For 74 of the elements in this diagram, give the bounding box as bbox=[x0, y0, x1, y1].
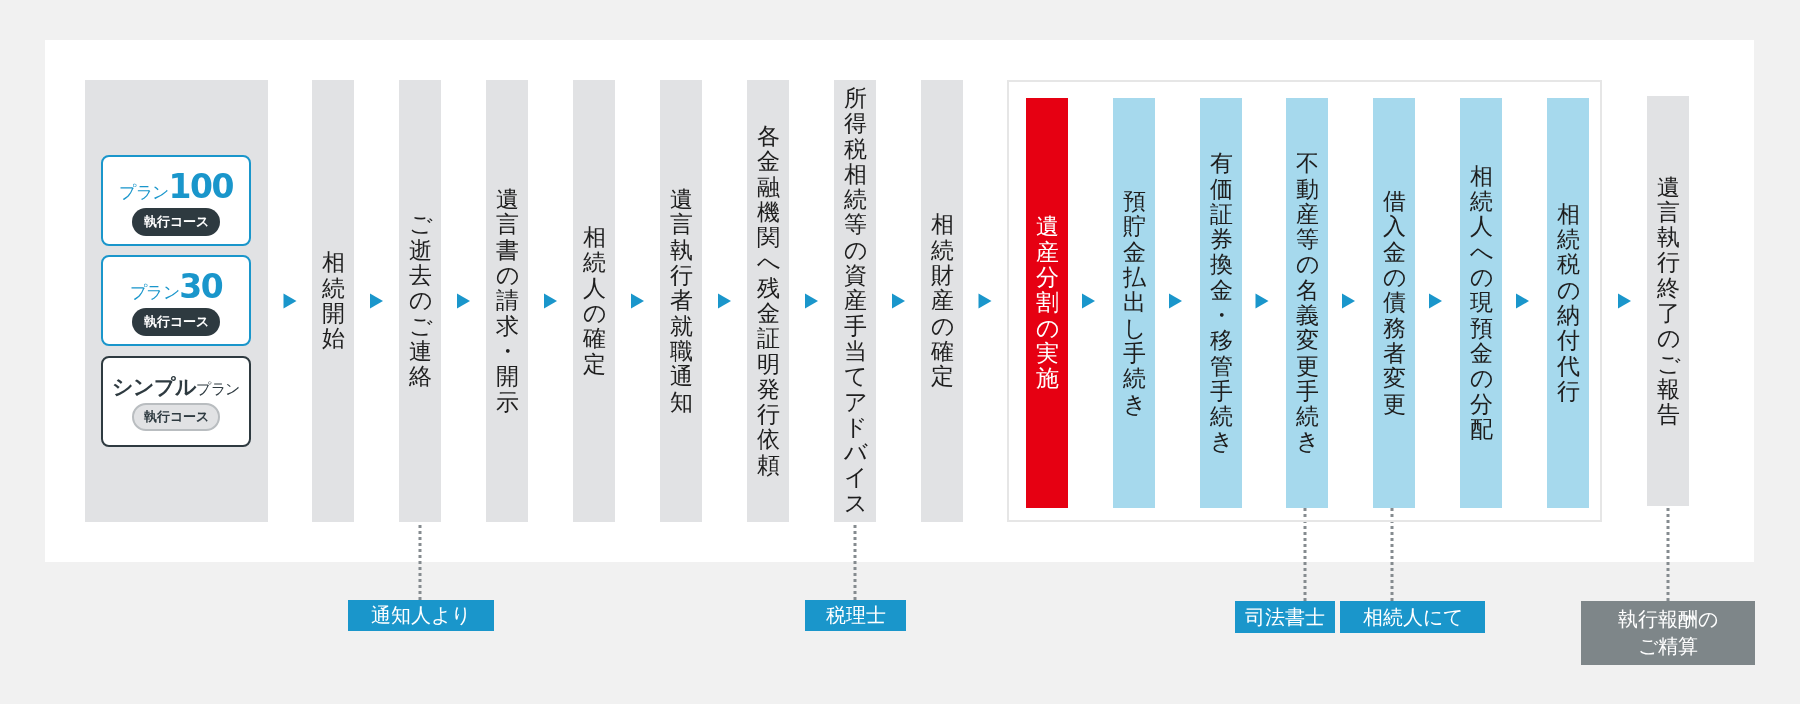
arrow bbox=[370, 293, 383, 309]
tag-text: 司法書士 bbox=[1245, 603, 1325, 631]
step-bar bbox=[660, 80, 702, 522]
plan-card bbox=[101, 356, 251, 447]
role-tag bbox=[348, 600, 494, 631]
step-bar bbox=[1373, 98, 1415, 508]
step-text: 借入金の債務者変更 bbox=[1382, 189, 1406, 417]
step-bar bbox=[1026, 98, 1068, 508]
step-text: 相続税の納付代行 bbox=[1556, 201, 1580, 405]
arrow bbox=[283, 293, 297, 309]
step-text: ご逝去のご連絡 bbox=[408, 212, 432, 390]
plan-name: プラン30 bbox=[129, 268, 223, 306]
plan-name: プラン100 bbox=[119, 168, 233, 206]
arrow bbox=[1618, 293, 1631, 309]
arrow bbox=[631, 293, 644, 309]
arrow bbox=[1082, 293, 1095, 309]
step-text: 各金融機関へ残金証明発行依頼 bbox=[756, 123, 780, 479]
arrow bbox=[1255, 293, 1269, 309]
course-badge: 執行コース bbox=[132, 308, 220, 337]
role-tag bbox=[1340, 601, 1485, 633]
step-text: 所得税相続等の資産手当てアドバイス bbox=[843, 85, 867, 516]
tag-text: 通知人より bbox=[371, 602, 471, 629]
role-tag bbox=[1581, 601, 1755, 665]
leader-line bbox=[853, 522, 857, 600]
step-text: 相続人の確定 bbox=[582, 225, 606, 377]
arrow bbox=[892, 293, 905, 309]
step-bar bbox=[1460, 98, 1502, 508]
course-badge: 執行コース bbox=[132, 402, 220, 431]
step-bar bbox=[1113, 98, 1155, 508]
step-bar bbox=[1547, 98, 1589, 508]
leader-line bbox=[418, 522, 422, 600]
step-text: 預貯金払出し手続き bbox=[1122, 189, 1146, 417]
step-bar bbox=[399, 80, 441, 522]
arrow bbox=[978, 293, 992, 309]
step-text: 遺言執行終了のご報告 bbox=[1656, 174, 1680, 428]
arrow bbox=[544, 293, 557, 309]
plan-panel bbox=[85, 80, 268, 522]
step-text: 不動産等の名義変更手続き bbox=[1295, 151, 1319, 455]
step-text: 有価証券換金・移管手続き bbox=[1209, 151, 1233, 455]
step-bar bbox=[1200, 98, 1242, 508]
plan-name: シンプルプラン bbox=[112, 376, 240, 400]
arrow bbox=[1516, 293, 1529, 309]
plan-card bbox=[101, 255, 251, 346]
arrow bbox=[805, 293, 818, 309]
leader-line bbox=[1666, 506, 1670, 601]
tag-text: 相続人にて bbox=[1362, 603, 1463, 631]
step-bar bbox=[1647, 96, 1689, 506]
step-bar bbox=[312, 80, 354, 522]
course-badge: 執行コース bbox=[132, 208, 220, 237]
arrow bbox=[1169, 293, 1182, 309]
step-bar bbox=[834, 80, 876, 522]
step-text: 相続開始 bbox=[321, 250, 345, 352]
arrow bbox=[1342, 293, 1355, 309]
arrow bbox=[457, 293, 470, 309]
step-bar bbox=[1286, 98, 1328, 508]
leader-line bbox=[1303, 506, 1307, 601]
tag-text: 税理士 bbox=[825, 602, 886, 629]
arrow bbox=[718, 293, 731, 309]
step-text: 相続人への現預金の分配 bbox=[1469, 163, 1493, 443]
step-bar bbox=[573, 80, 615, 522]
phase-frame bbox=[1007, 80, 1602, 522]
step-text: 遺言書の請求・開示 bbox=[495, 187, 519, 415]
step-text: 遺言執行者就職通知 bbox=[669, 187, 693, 415]
step-bar bbox=[747, 80, 789, 522]
step-bar bbox=[486, 80, 528, 522]
leader-line bbox=[1390, 506, 1394, 601]
step-text: 相続財産の確定 bbox=[930, 212, 954, 390]
step-bar bbox=[921, 80, 963, 522]
role-tag bbox=[1235, 601, 1335, 633]
role-tag bbox=[805, 600, 906, 631]
step-text: 遺産分割の実施 bbox=[1035, 214, 1059, 392]
plan-card bbox=[101, 155, 251, 246]
tag-text: 執行報酬のご精算 bbox=[1617, 606, 1719, 660]
arrow bbox=[1429, 293, 1442, 309]
